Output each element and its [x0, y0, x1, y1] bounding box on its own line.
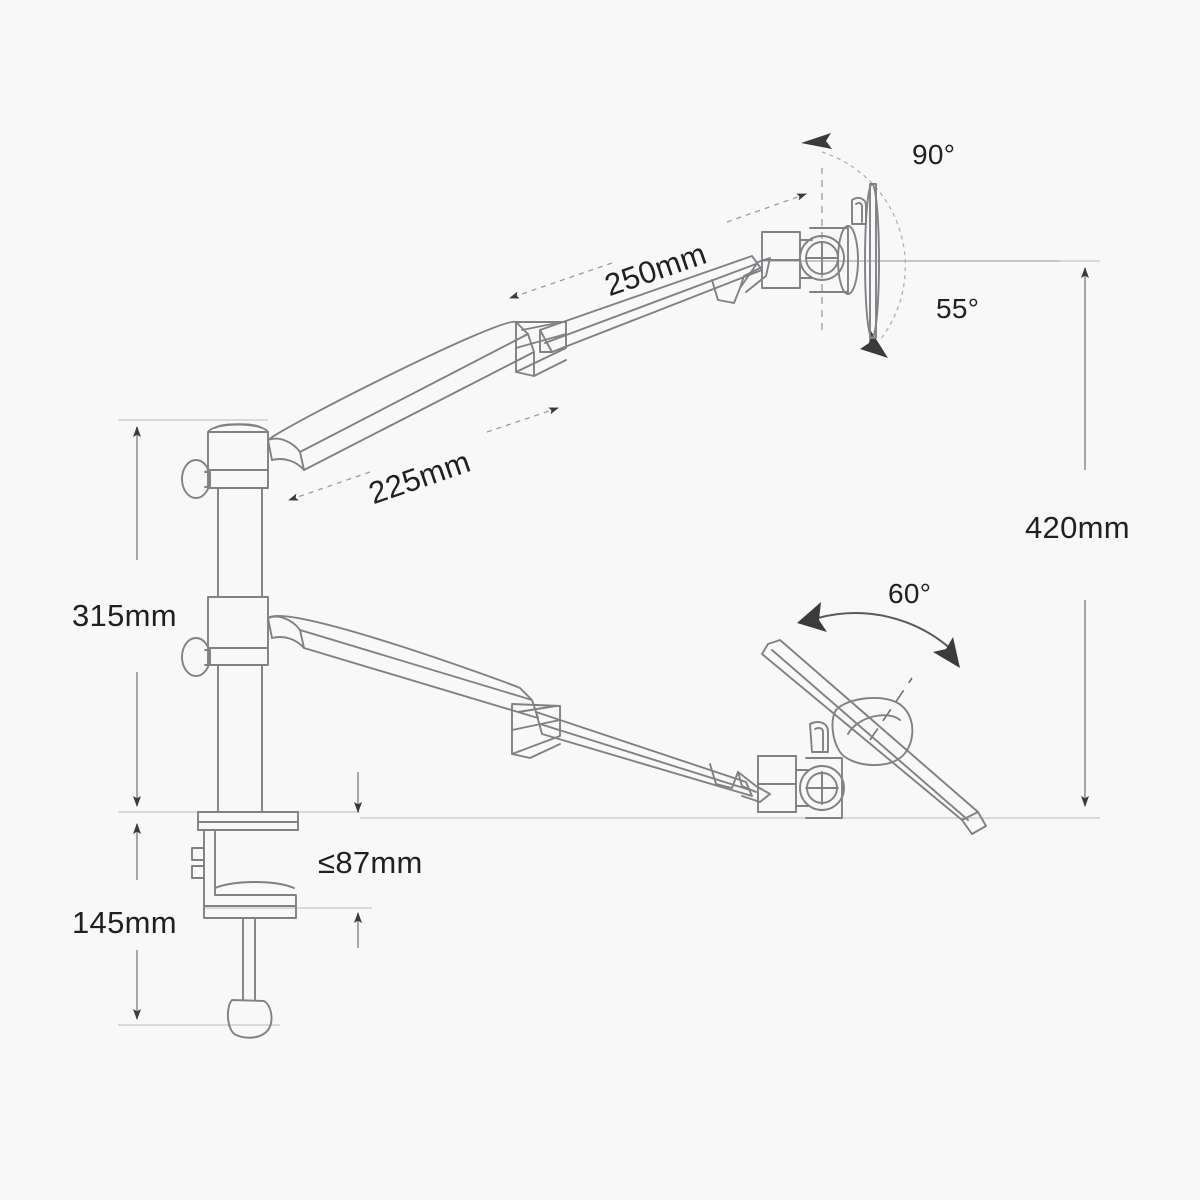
- lower-head-assembly: [757, 639, 987, 835]
- upper-pose-inner-arm: [267, 321, 535, 471]
- lower-pose-outer-arm: [535, 711, 753, 797]
- dimension-label-145mm: 145mm: [72, 905, 177, 940]
- lower-pose-elbow: [511, 703, 561, 759]
- dimension-label-420mm: 420mm: [1025, 510, 1130, 545]
- dimension-225mm: [288, 407, 559, 501]
- lower-pose-inner-arm: [267, 615, 539, 719]
- lower-pose-bracket: [709, 763, 771, 803]
- monitor-arm-outline: [181, 183, 987, 1039]
- upper-pose-elbow: [515, 321, 567, 377]
- upper-head-assembly: [761, 183, 880, 339]
- angle-label-90deg: 90°: [912, 139, 956, 170]
- desk-clamp: [191, 811, 299, 1039]
- angle-indicator-90-55: [801, 133, 906, 358]
- dimension-label-87mm: ≤87mm: [318, 845, 423, 880]
- angle-indicator-60: [797, 602, 960, 741]
- dimension-label-315mm: 315mm: [72, 598, 177, 633]
- angle-label-60deg: 60°: [888, 578, 932, 609]
- vertical-post: [181, 423, 269, 813]
- dimension-250mm: [509, 193, 807, 299]
- angle-label-55deg: 55°: [936, 293, 980, 324]
- upper-pose-bracket: [711, 257, 771, 304]
